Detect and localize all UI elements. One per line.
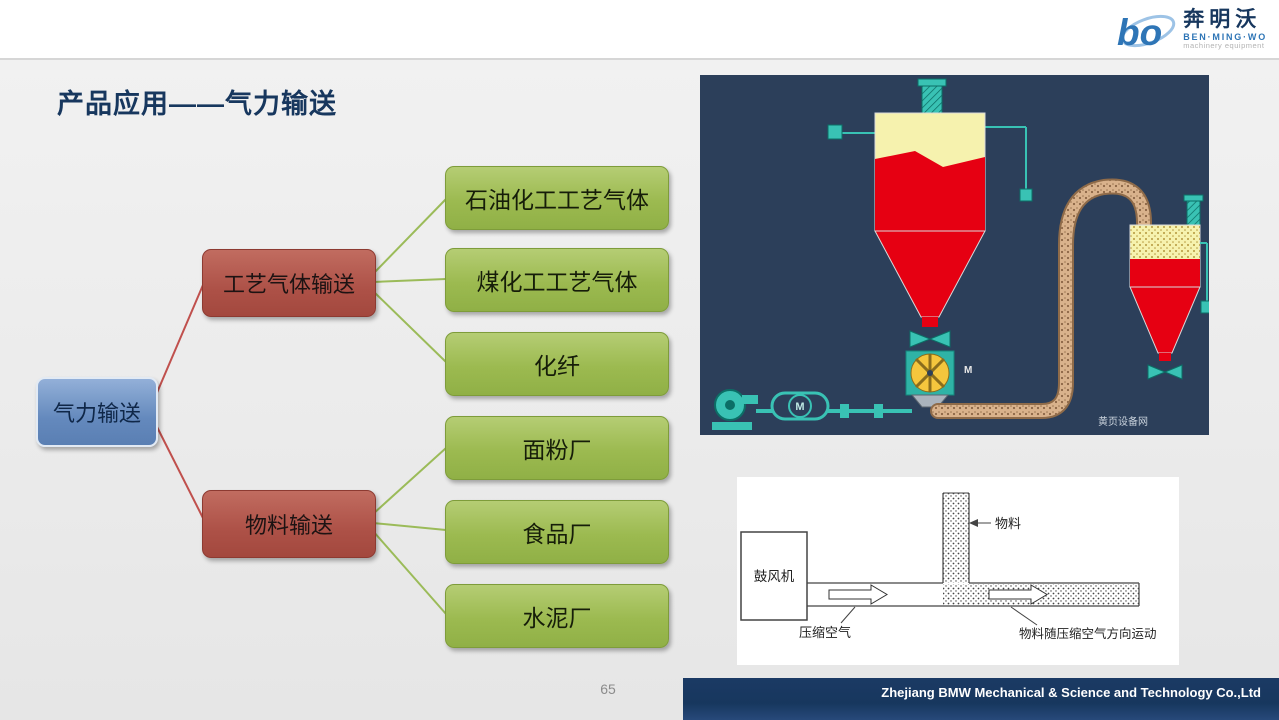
air-flow-arrow [828,584,888,605]
footer-company-bar: Zhejiang BMW Mechanical & Science and Te… [683,678,1279,720]
logo-name-en: BEN·MING·WO [1183,31,1267,42]
rotary-feeder: M [905,350,972,408]
footer-company-name: Zhejiang BMW Mechanical & Science and Te… [881,685,1261,700]
vessel-motor-label: M [795,401,804,413]
flowchart-leaf-coal-chemical-gas: 煤化工工艺气体 [445,248,669,312]
blower-pump-group: M [712,389,912,430]
flowchart-leaf-flour-mill: 面粉厂 [445,416,669,480]
flowchart-leaf-petrochemical-gas: 石油化工工艺气体 [445,166,669,230]
blower-label: 鼓风机 [754,569,795,584]
feeder-motor-label: M [964,365,972,376]
pneumatic-system-image: M M [700,75,1214,435]
small-silo [1129,194,1214,380]
logo-tagline: machinery equipment [1183,40,1265,50]
large-silo [874,78,986,348]
company-logo: bo 奔明沃 BEN·MING·WO machinery equipment [1112,5,1267,53]
conveying-pipe [930,178,1152,419]
pneumatic-system-drawing: M M [700,75,1214,435]
material-label: 物料 [995,516,1021,531]
logo-mark-icon: bo [1117,12,1176,52]
compressed-air-label: 压缩空气 [799,625,851,640]
flowchart-branch-process-gas: 工艺气体输送 [202,249,376,317]
logo-mark-text: bo [1117,12,1162,52]
header-band: bo 奔明沃 BEN·MING·WO machinery equipment [0,0,1279,60]
conveying-schematic: 鼓风机 物料 压缩空气 物料随压缩空气方向 [737,477,1179,665]
image-watermark: 黄页设备网 [1098,415,1148,428]
logo-name-cn: 奔明沃 [1183,8,1262,31]
logo-text-block: 奔明沃 BEN·MING·WO machinery equipment [1183,8,1267,50]
conveying-schematic-drawing: 鼓风机 物料 压缩空气 物料随压缩空气方向 [737,477,1179,665]
flowchart-leaf-chemical-fiber: 化纤 [445,332,669,396]
flowchart-leaf-cement-plant: 水泥厂 [445,584,669,648]
page-title: 产品应用——气力输送 [57,89,337,119]
blower-box [740,531,808,621]
flow-note-label: 物料随压缩空气方向运动 [1019,626,1157,641]
material-flow-arrow [988,584,1048,605]
page-number: 65 [600,681,616,697]
flowchart-leaf-food-factory: 食品厂 [445,500,669,564]
flowchart-root-node: 气力输送 [36,377,158,447]
flowchart-branch-material: 物料输送 [202,490,376,558]
